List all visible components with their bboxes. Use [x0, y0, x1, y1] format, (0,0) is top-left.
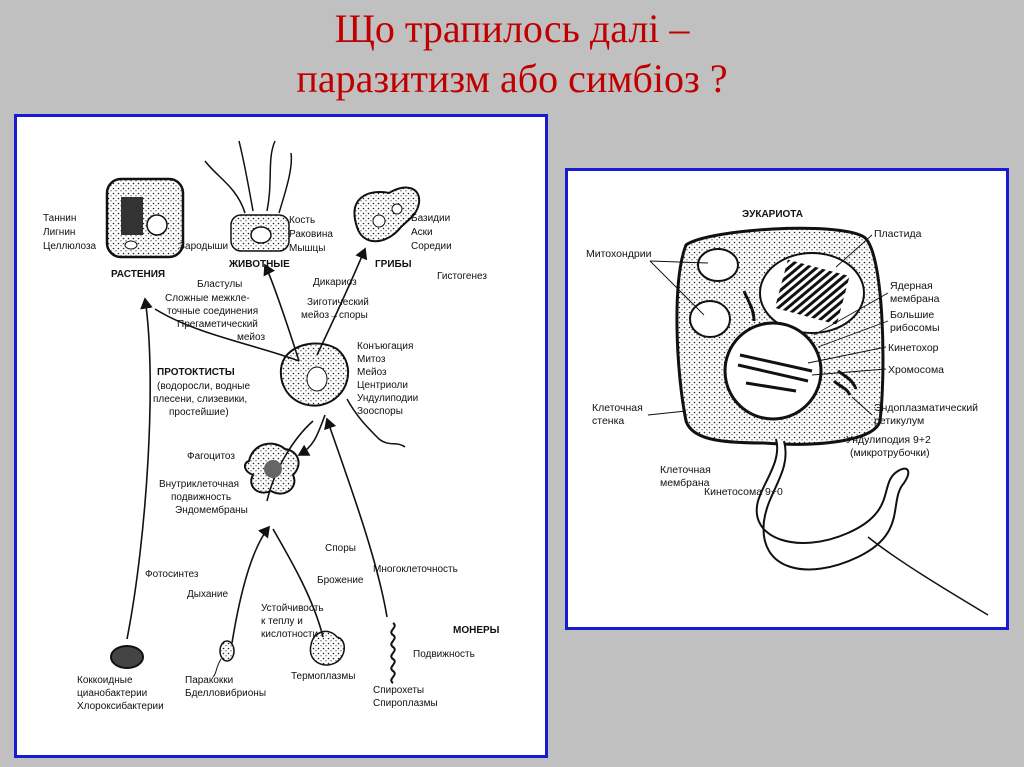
- plants-feature-1: Таннин: [43, 213, 76, 224]
- histogenesis-label: Гистогенез: [437, 271, 487, 282]
- resistance-line-2: к теплу и: [261, 616, 303, 627]
- protoctists-line-2: (водоросли, водные: [157, 381, 250, 392]
- fungi-feature-2: Аски: [411, 227, 433, 238]
- slide-title-line-2: паразитизм або симбіоз ?: [296, 56, 728, 101]
- ribosomes-line-1: Большие: [890, 309, 934, 321]
- cell-membrane-line-1: Клеточная: [660, 464, 711, 476]
- kinetochore-label: Кинетохор: [888, 342, 939, 354]
- cell-membrane-line-2: мембрана: [660, 477, 710, 489]
- protoctists-line-1: ПРОТОКТИСТЫ: [157, 367, 235, 378]
- fermentation-label: Брожение: [317, 575, 364, 586]
- leader-lines: [647, 234, 889, 416]
- spores-label: Споры: [325, 543, 356, 554]
- protoctist-trait-2: Митоз: [357, 354, 386, 365]
- animals-feature-2: Раковина: [289, 229, 333, 240]
- zygotic-line-1: Зиготический: [307, 297, 369, 308]
- protoctist-trait-4: Центриоли: [357, 380, 408, 391]
- protoctists-line-4: простейшие): [169, 407, 229, 418]
- fungus-cell-drawing: [353, 186, 421, 243]
- nuclear-membrane-line-2: мембрана: [890, 293, 940, 305]
- nucleus-drawing: [723, 321, 823, 421]
- eukaryote-cell-panel: ЭУКАРИОТА Пластида Митохондрии Ядерная м…: [565, 168, 1009, 630]
- resistance-line-1: Устойчивость: [261, 603, 324, 614]
- plants-feature-3: Целлюлоза: [43, 241, 97, 252]
- thermoplasma-drawing: [309, 630, 345, 666]
- embryos-label: Зародыши: [179, 241, 228, 252]
- junctions-line-1: Сложные межкле-: [165, 293, 250, 304]
- zygotic-line-2: мейоз→споры: [301, 310, 368, 321]
- junctions-line-2: точные соединения: [167, 306, 258, 317]
- fungi-feature-1: Базидии: [411, 213, 450, 224]
- spirochete-drawing: [390, 622, 396, 684]
- animals-feature-3: Мышцы: [289, 243, 325, 254]
- animals-label: ЖИВОТНЫЕ: [228, 259, 290, 270]
- animals-feature-1: Кость: [289, 215, 315, 226]
- amoeba-drawing: [243, 442, 300, 495]
- cyanobacteria-line-3: Хлороксибактерии: [77, 700, 164, 712]
- junctions-line-4: мейоз: [237, 332, 265, 343]
- chromosome-drawing: [737, 353, 813, 393]
- ribosomes-line-2: рибосомы: [890, 322, 940, 334]
- thermoplasma-label: Термоплазмы: [291, 671, 355, 682]
- cyanobacteria-line-1: Коккоидные: [77, 675, 133, 686]
- protoctist-trait-3: Мейоз: [357, 367, 387, 378]
- dikaryosis-label: Дикариоз: [313, 277, 357, 288]
- evolution-tree-panel: Таннин Лигнин Целлюлоза РАСТЕНИЯ Зародыш…: [14, 114, 548, 758]
- spirochetes-line-1: Спирохеты: [373, 685, 424, 696]
- cyanobacteria-drawing: [110, 645, 144, 669]
- slide-title: Що трапилось далі – паразитизм або симбі…: [0, 4, 1024, 104]
- intracellular-line-3: Эндомембраны: [175, 504, 248, 516]
- chromosome-label: Хромосома: [888, 364, 944, 376]
- fungi-feature-3: Соредии: [411, 241, 452, 252]
- mitochondrion-drawing-2: [689, 300, 731, 338]
- mitochondrion-drawing-1: [697, 248, 739, 282]
- monera-label: МОНЕРЫ: [453, 625, 500, 636]
- paracocci-line-1: Паракокки: [185, 675, 233, 686]
- intracellular-line-1: Внутриклеточная: [159, 479, 239, 490]
- phagocytosis-label: Фагоцитоз: [187, 451, 235, 462]
- resistance-line-3: кислотности: [261, 629, 318, 640]
- motility-label: Подвижность: [413, 649, 475, 660]
- spirochetes-line-2: Спироплазмы: [373, 698, 438, 709]
- plants-feature-2: Лигнин: [43, 227, 75, 238]
- paracocci-line-2: Бделловибрионы: [185, 687, 266, 699]
- protoctist-drawing: [279, 342, 406, 448]
- protoctist-trait-6: Зооспоры: [357, 406, 403, 417]
- protoctist-trait-5: Ундулиподии: [357, 393, 418, 404]
- fungi-label: ГРИБЫ: [375, 259, 412, 270]
- kinetosome-label: Кинетосома 9+0: [704, 486, 783, 498]
- paracocci-drawing: [212, 640, 235, 678]
- animal-drawing: [204, 140, 293, 252]
- cell-wall-line-1: Клеточная: [592, 402, 643, 414]
- multicellularity-label: Многоклеточность: [373, 564, 458, 575]
- evolution-tree-diagram: Таннин Лигнин Целлюлоза РАСТЕНИЯ Зародыш…: [43, 140, 500, 712]
- blastulae-label: Бластулы: [197, 279, 242, 290]
- eukaryote-heading: ЭУКАРИОТА: [742, 209, 803, 220]
- eukaryote-cell-diagram: ЭУКАРИОТА Пластида Митохондрии Ядерная м…: [586, 209, 989, 616]
- er-line-2: ретикулум: [874, 415, 924, 427]
- intracellular-line-2: подвижность: [171, 492, 231, 503]
- undulipodium-line-2: (микротрубочки): [850, 447, 930, 459]
- undulipodium-line-1: Ундулиподия 9+2: [846, 434, 931, 446]
- protoctist-trait-1: Конъюгация: [357, 341, 413, 352]
- respiration-label: Дыхание: [187, 589, 229, 600]
- plant-cell-drawing: [105, 177, 185, 259]
- nuclear-membrane-line-1: Ядерная: [890, 280, 933, 292]
- cell-wall-line-2: стенка: [592, 415, 624, 427]
- plants-label: РАСТЕНИЯ: [111, 269, 165, 280]
- slide-title-line-1: Що трапилось далі –: [334, 6, 690, 51]
- plastid-label: Пластида: [874, 228, 922, 240]
- er-line-1: Эндоплазматический: [874, 402, 978, 414]
- undulipodium-drawing: [755, 438, 910, 571]
- cyanobacteria-line-2: цианобактерии: [77, 687, 147, 699]
- junctions-line-3: Прегаметический: [177, 319, 258, 330]
- photosynthesis-label: Фотосинтез: [145, 569, 199, 580]
- protoctists-line-3: плесени, слизевики,: [153, 394, 247, 405]
- mitochondria-label: Митохондрии: [586, 248, 652, 260]
